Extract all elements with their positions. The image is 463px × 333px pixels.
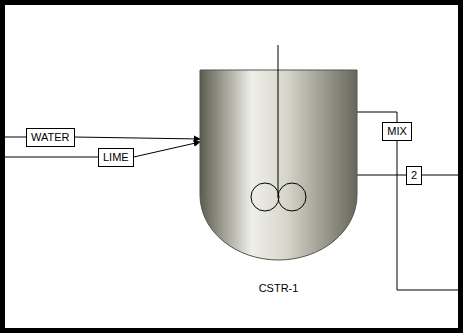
stream-label: MIX xyxy=(387,125,407,138)
stream-label: LIME xyxy=(103,151,129,164)
lime-feed-line xyxy=(5,157,102,158)
stream-box: 2 xyxy=(406,166,422,185)
window-frame xyxy=(3,3,461,331)
mix-outlet-line xyxy=(397,135,458,290)
stream-box: LIME xyxy=(98,148,134,167)
agitator-shaft xyxy=(278,45,279,197)
stream-label: 2 xyxy=(411,169,417,182)
tank-outline xyxy=(200,70,357,260)
stream-connector xyxy=(75,137,201,139)
stream-connector xyxy=(357,175,406,176)
stream-label: WATER xyxy=(31,131,70,144)
stream-connector xyxy=(357,112,397,122)
mixer-box: MIX xyxy=(382,122,412,141)
impeller-blade xyxy=(278,183,306,211)
impeller-blade xyxy=(251,183,279,211)
stream-box: WATER xyxy=(26,128,75,147)
equipment-label: CSTR-1 xyxy=(200,282,357,295)
reactor-vessel: CSTR-1 xyxy=(200,70,357,260)
stream-connector xyxy=(134,142,200,157)
